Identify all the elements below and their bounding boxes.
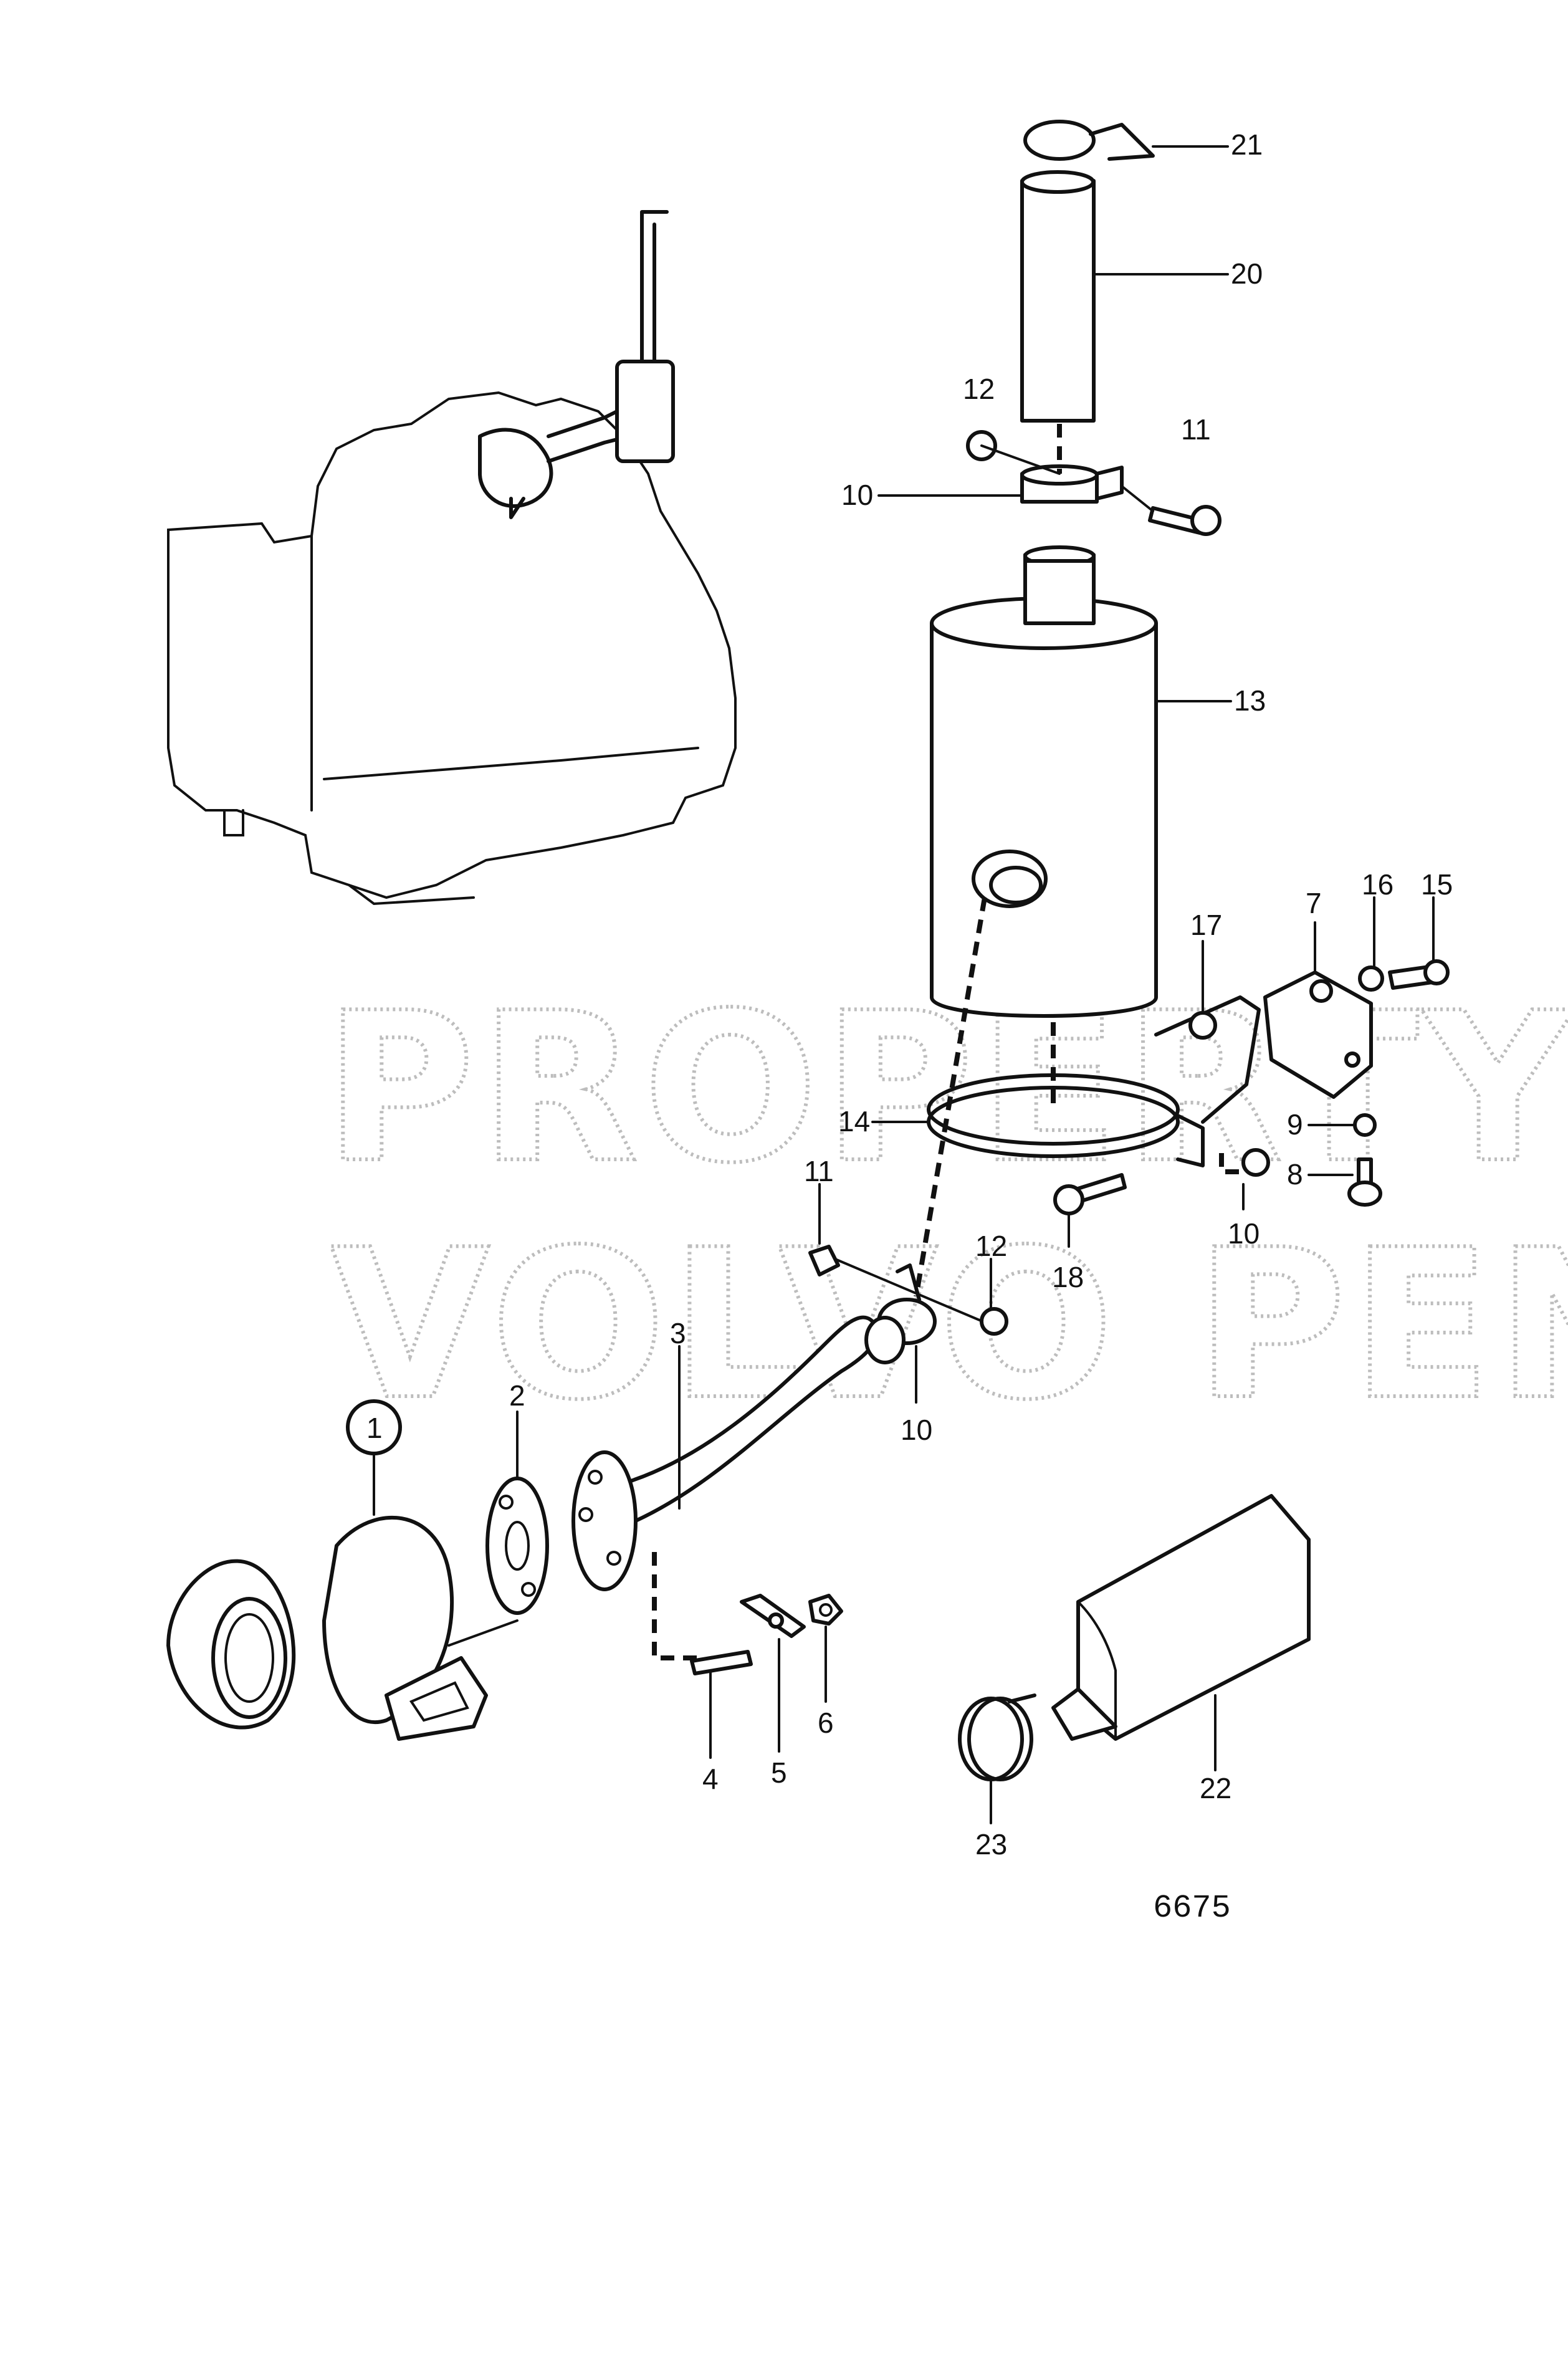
label-12-lower: 12 (975, 1230, 1007, 1262)
part-10-upper-clamp (877, 430, 1221, 536)
watermark: PROPERTY OF VOLVO PENTA (322, 967, 1568, 1447)
label-5: 5 (771, 1756, 787, 1789)
part-3-exhaust-pipe (621, 1315, 906, 1523)
label-11-upper: 11 (1181, 413, 1211, 446)
label-16: 16 (1362, 868, 1394, 901)
assembly-dashed-line (914, 897, 987, 1297)
label-15: 15 (1421, 868, 1453, 901)
part-22-heat-shield (1051, 1494, 1311, 1771)
label-10-upper: 10 (841, 479, 873, 511)
label-13: 13 (1234, 684, 1266, 717)
part-13-silencer (930, 545, 1232, 1018)
part-1-turbocharger (166, 1399, 519, 1741)
parts-8-9-bolt-washer (1307, 1113, 1382, 1207)
label-22: 22 (1200, 1772, 1231, 1804)
label-7: 7 (1306, 887, 1322, 919)
drawing-code: 6675 (1153, 1890, 1231, 1927)
part-20-tail-pipe (1020, 170, 1229, 423)
label-2: 2 (509, 1379, 525, 1412)
label-14: 14 (838, 1105, 870, 1138)
label-4: 4 (702, 1763, 719, 1795)
pipe-flange (571, 1450, 698, 1660)
label-10-lower: 10 (901, 1414, 932, 1446)
parts-15-16-17-fasteners (1188, 896, 1450, 1040)
label-8: 8 (1287, 1158, 1303, 1190)
part-7-bracket (1263, 921, 1373, 1099)
label-3: 3 (670, 1317, 686, 1349)
label-12-upper: 12 (963, 373, 995, 405)
part-23-hose-clamp (958, 1693, 1036, 1824)
label-17: 17 (1190, 909, 1222, 941)
label-23: 23 (975, 1828, 1007, 1861)
label-18: 18 (1052, 1261, 1084, 1293)
label-20: 20 (1231, 257, 1263, 290)
part-21-rain-cap (1023, 120, 1229, 161)
label-11-lower: 11 (804, 1155, 834, 1187)
watermark-line-2: VOLVO PENTA (330, 1205, 1568, 1445)
part-2-gasket (485, 1410, 549, 1615)
label-6: 6 (818, 1707, 834, 1739)
label-1: 1 (366, 1412, 383, 1444)
parts-4-5-6-stud-lock-nut (690, 1594, 843, 1759)
part-labels: 21 20 12 11 10 13 15 16 7 17 14 9 8 11 1… (366, 128, 1453, 1861)
label-21: 21 (1231, 128, 1263, 161)
label-10-right: 10 (1228, 1217, 1260, 1250)
parts-18-10-bolt-nut (1053, 1148, 1270, 1248)
engine-overview-sketch (167, 210, 737, 906)
label-9: 9 (1287, 1108, 1303, 1141)
part-10-lower-clamp (808, 1183, 1008, 1404)
